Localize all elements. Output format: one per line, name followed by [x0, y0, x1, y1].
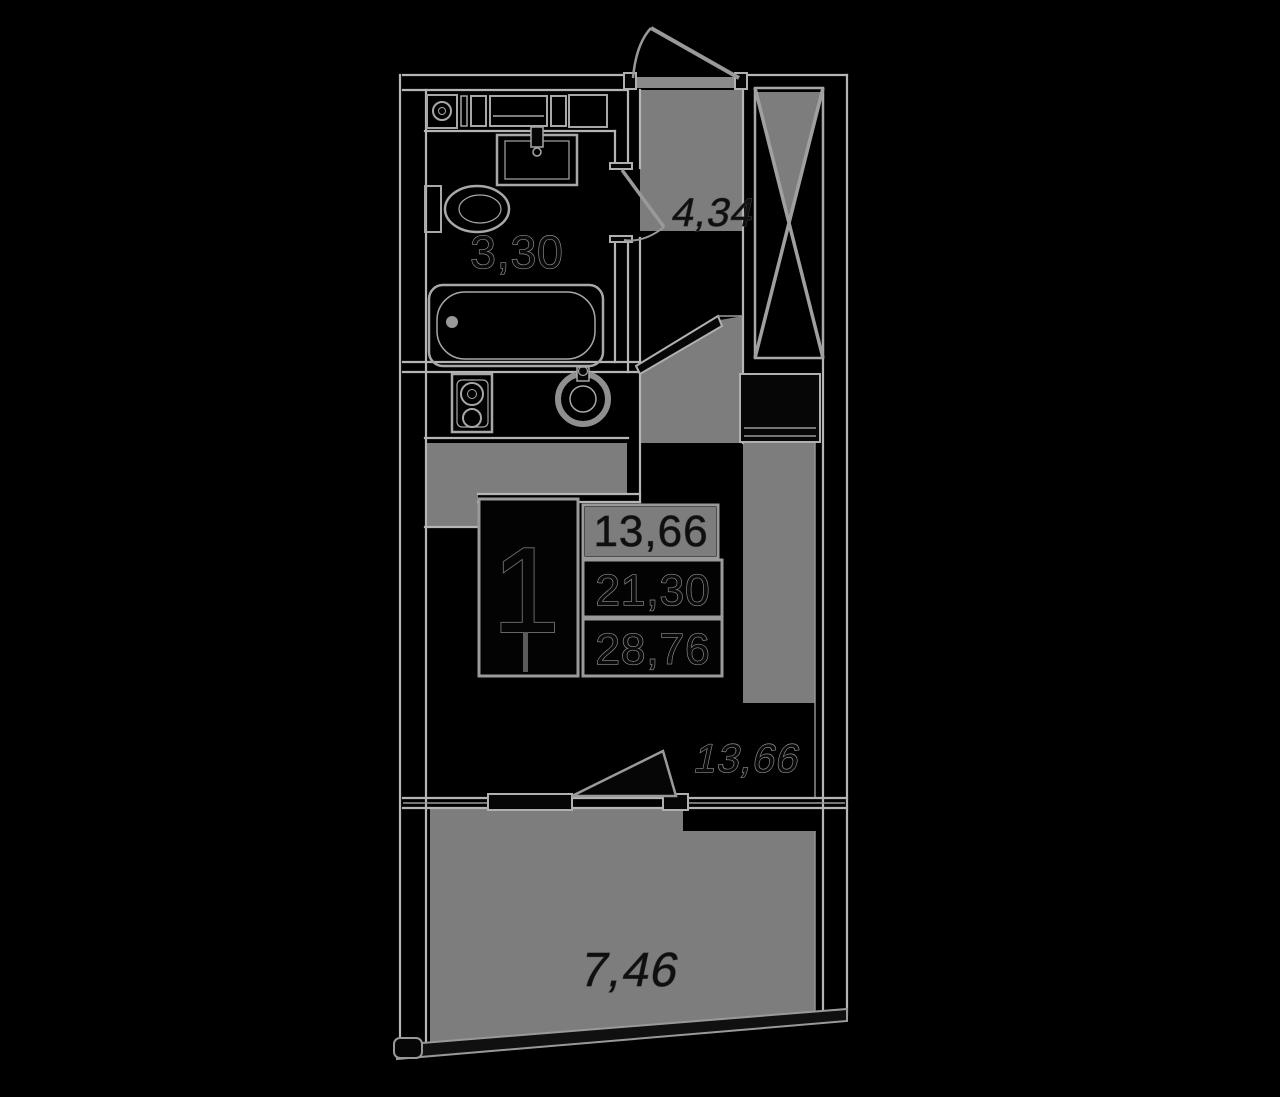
cabinet-4 — [568, 94, 608, 128]
cabinet-divider — [460, 95, 468, 127]
unit-info-table: 1 13,66 21,30 28,76 — [477, 497, 724, 678]
hallway-area-label: 4,34 — [668, 189, 759, 234]
stove-burner-bottom — [462, 408, 482, 428]
room-labels: 3,30 4,34 13,66 7,46 — [470, 189, 806, 997]
bath-door-jamb-bottom — [609, 235, 633, 243]
fixtures — [424, 94, 611, 434]
cabinet-3 — [550, 95, 567, 127]
corridor-strip-floor — [743, 440, 815, 703]
passage-floor — [640, 316, 743, 443]
balcony-door-leaf — [571, 749, 678, 798]
summary-row3-box — [581, 617, 724, 678]
summary-row1-box — [581, 503, 720, 560]
bathroom-area-label: 3,30 — [470, 226, 564, 278]
balcony-wall-pier-left — [487, 793, 573, 811]
toilet-tank-icon — [424, 185, 442, 233]
wardrobe-shelf-lines — [744, 427, 816, 437]
hall-cabinets — [426, 94, 608, 129]
entry-threshold — [633, 77, 737, 88]
wardrobe-box — [739, 373, 821, 443]
balcony-floor — [430, 808, 815, 1046]
cabinet-1 — [470, 95, 487, 127]
closet-box — [753, 86, 825, 360]
balcony-slab — [393, 1007, 848, 1061]
rooms-count-box — [477, 497, 580, 678]
bathroom-door-arc — [623, 226, 665, 242]
bath-door-jamb-top — [609, 162, 633, 170]
built-ins — [739, 86, 825, 443]
slab-foot — [393, 1037, 423, 1059]
apartment-area-value: 21,30 — [595, 566, 710, 615]
balcony-area-label: 7,46 — [576, 943, 685, 996]
bathroom-door-leaf — [620, 168, 666, 229]
closet-x-icon — [753, 87, 825, 359]
kitchen-floor — [427, 443, 627, 527]
living-room-area-label: 13,66 — [691, 735, 806, 780]
kitchen-tap-head — [577, 365, 589, 377]
summary-row1-fill — [585, 507, 716, 556]
summary-row2-box — [581, 558, 724, 619]
bathtub-tap-icon — [446, 316, 458, 328]
boiler-icon-center — [438, 107, 446, 115]
toilet-bowl-icon — [443, 184, 511, 234]
bathtub-icon — [427, 283, 605, 368]
hallway-diagonal-wall — [634, 314, 724, 376]
bathtub-inner — [436, 291, 596, 360]
washbasin-tap-icon — [530, 126, 544, 148]
stove-icon — [450, 372, 494, 434]
washbasin-drain — [532, 147, 542, 157]
bathroom-fixtures — [424, 126, 605, 368]
stove-inner — [456, 379, 489, 428]
kitchen-fixtures — [450, 365, 611, 434]
balcony-wall — [401, 796, 849, 810]
doors — [571, 26, 748, 798]
hallway-floor — [640, 90, 743, 231]
stove-burner-top-center — [467, 389, 477, 399]
entry-door-leaf — [650, 26, 740, 80]
rooms-count-stem — [523, 632, 528, 672]
closet-x-fill — [757, 92, 821, 222]
total-area-value: 28,76 — [595, 625, 710, 674]
toilet-bowl-inner — [458, 194, 502, 224]
living-area-value: 13,66 — [593, 507, 708, 556]
entry-door-arc — [631, 27, 652, 79]
stove-burner-top — [460, 382, 484, 406]
boiler-icon — [432, 101, 452, 121]
floor-fills — [427, 77, 821, 1046]
kitchen-sink-inner — [569, 385, 597, 413]
cabinet-2 — [489, 95, 548, 127]
boiler-box — [426, 94, 458, 129]
